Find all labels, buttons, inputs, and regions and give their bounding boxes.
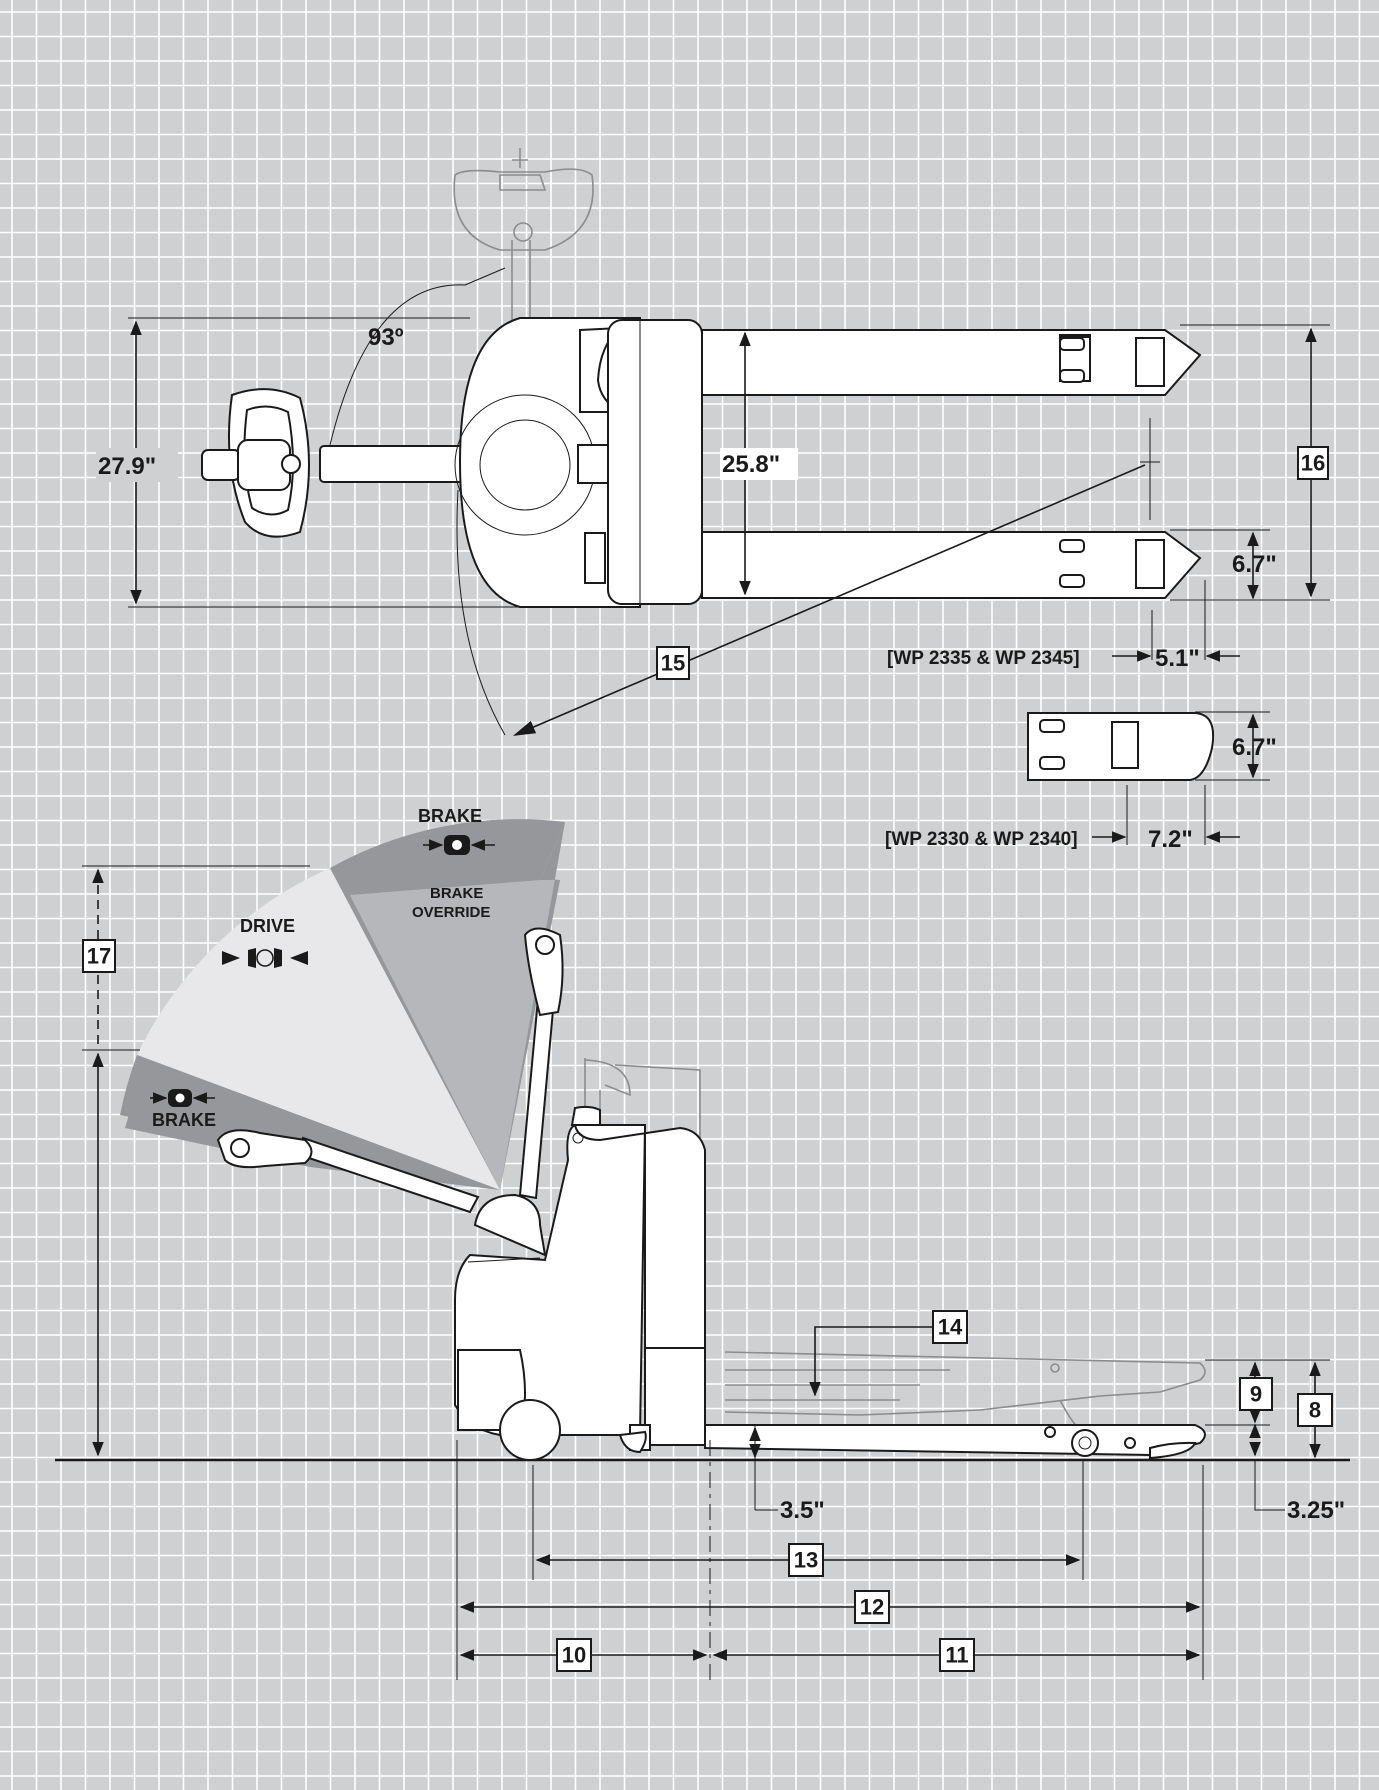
turning-radius-arc	[456, 489, 506, 736]
turning-radius-line	[512, 464, 1146, 736]
overall-width-label: 27.9"	[98, 453, 156, 480]
side-view: BRAKE BRAKE OVERRIDE DRIVE BRAKE	[55, 806, 1350, 1680]
svg-text:11: 11	[945, 1643, 968, 1668]
svg-text:9: 9	[1250, 1382, 1262, 1407]
fork-width-b-label: 6.7"	[1232, 734, 1277, 761]
models-a-note: [WP 2335 & WP 2345]	[887, 648, 1080, 669]
callout-17: 17	[82, 939, 116, 973]
callout-9: 9	[1239, 1377, 1273, 1411]
callout-15: 15	[656, 646, 690, 680]
tiller-raised	[518, 927, 564, 1200]
drive-symbol	[222, 948, 308, 968]
svg-text:17: 17	[87, 944, 111, 969]
callout-8: 8	[1297, 1393, 1333, 1427]
fork-width-label: 6.7"	[1232, 551, 1277, 578]
svg-text:16: 16	[1301, 451, 1325, 476]
svg-text:10: 10	[562, 1643, 586, 1668]
forks-top	[701, 329, 1202, 599]
svg-text:15: 15	[661, 651, 685, 676]
fork-spread-label: 25.8"	[722, 451, 780, 478]
brake-override-sector	[350, 869, 560, 1190]
brake-override-label-1: BRAKE	[430, 885, 483, 902]
callout-12: 12	[854, 1590, 890, 1624]
top-view: 93º 27.9"	[96, 148, 1330, 853]
brake-override-label-2: OVERRIDE	[412, 904, 490, 921]
brake-top-symbol	[423, 835, 495, 855]
callout-13: 13	[788, 1543, 824, 1577]
handle-swing-arc	[329, 284, 466, 446]
drive-sector	[137, 868, 500, 1190]
alternate-fork-tip	[1027, 711, 1214, 781]
svg-text:8: 8	[1309, 1398, 1321, 1423]
drive-label: DRIVE	[240, 916, 295, 936]
callout-16: 16	[1297, 446, 1329, 480]
svg-text:13: 13	[794, 1548, 818, 1573]
brake-top-sector	[330, 819, 565, 1190]
truck-body-side	[454, 1105, 1206, 1461]
brake-bottom-label: BRAKE	[152, 1110, 216, 1130]
callout-10: 10	[556, 1638, 592, 1672]
handle-angle-label: 93º	[368, 324, 404, 351]
ghost-raised-forks	[584, 1058, 1206, 1431]
callout-14: 14	[932, 1310, 968, 1344]
brake-top-label: BRAKE	[418, 806, 482, 826]
svg-text:12: 12	[860, 1595, 884, 1620]
tip-length-b-label: 7.2"	[1148, 826, 1193, 853]
fork-height-label: 3.5"	[780, 1497, 825, 1524]
chassis-top	[454, 317, 703, 608]
callout-11: 11	[939, 1638, 975, 1672]
tip-length-a-label: 5.1"	[1155, 645, 1200, 672]
brake-bottom-symbol	[150, 1089, 215, 1107]
svg-text:14: 14	[938, 1315, 963, 1340]
models-b-note: [WP 2330 & WP 2340]	[885, 829, 1078, 850]
tiller-lowered	[216, 1129, 480, 1214]
fork-lowered-label: 3.25"	[1287, 1497, 1345, 1524]
